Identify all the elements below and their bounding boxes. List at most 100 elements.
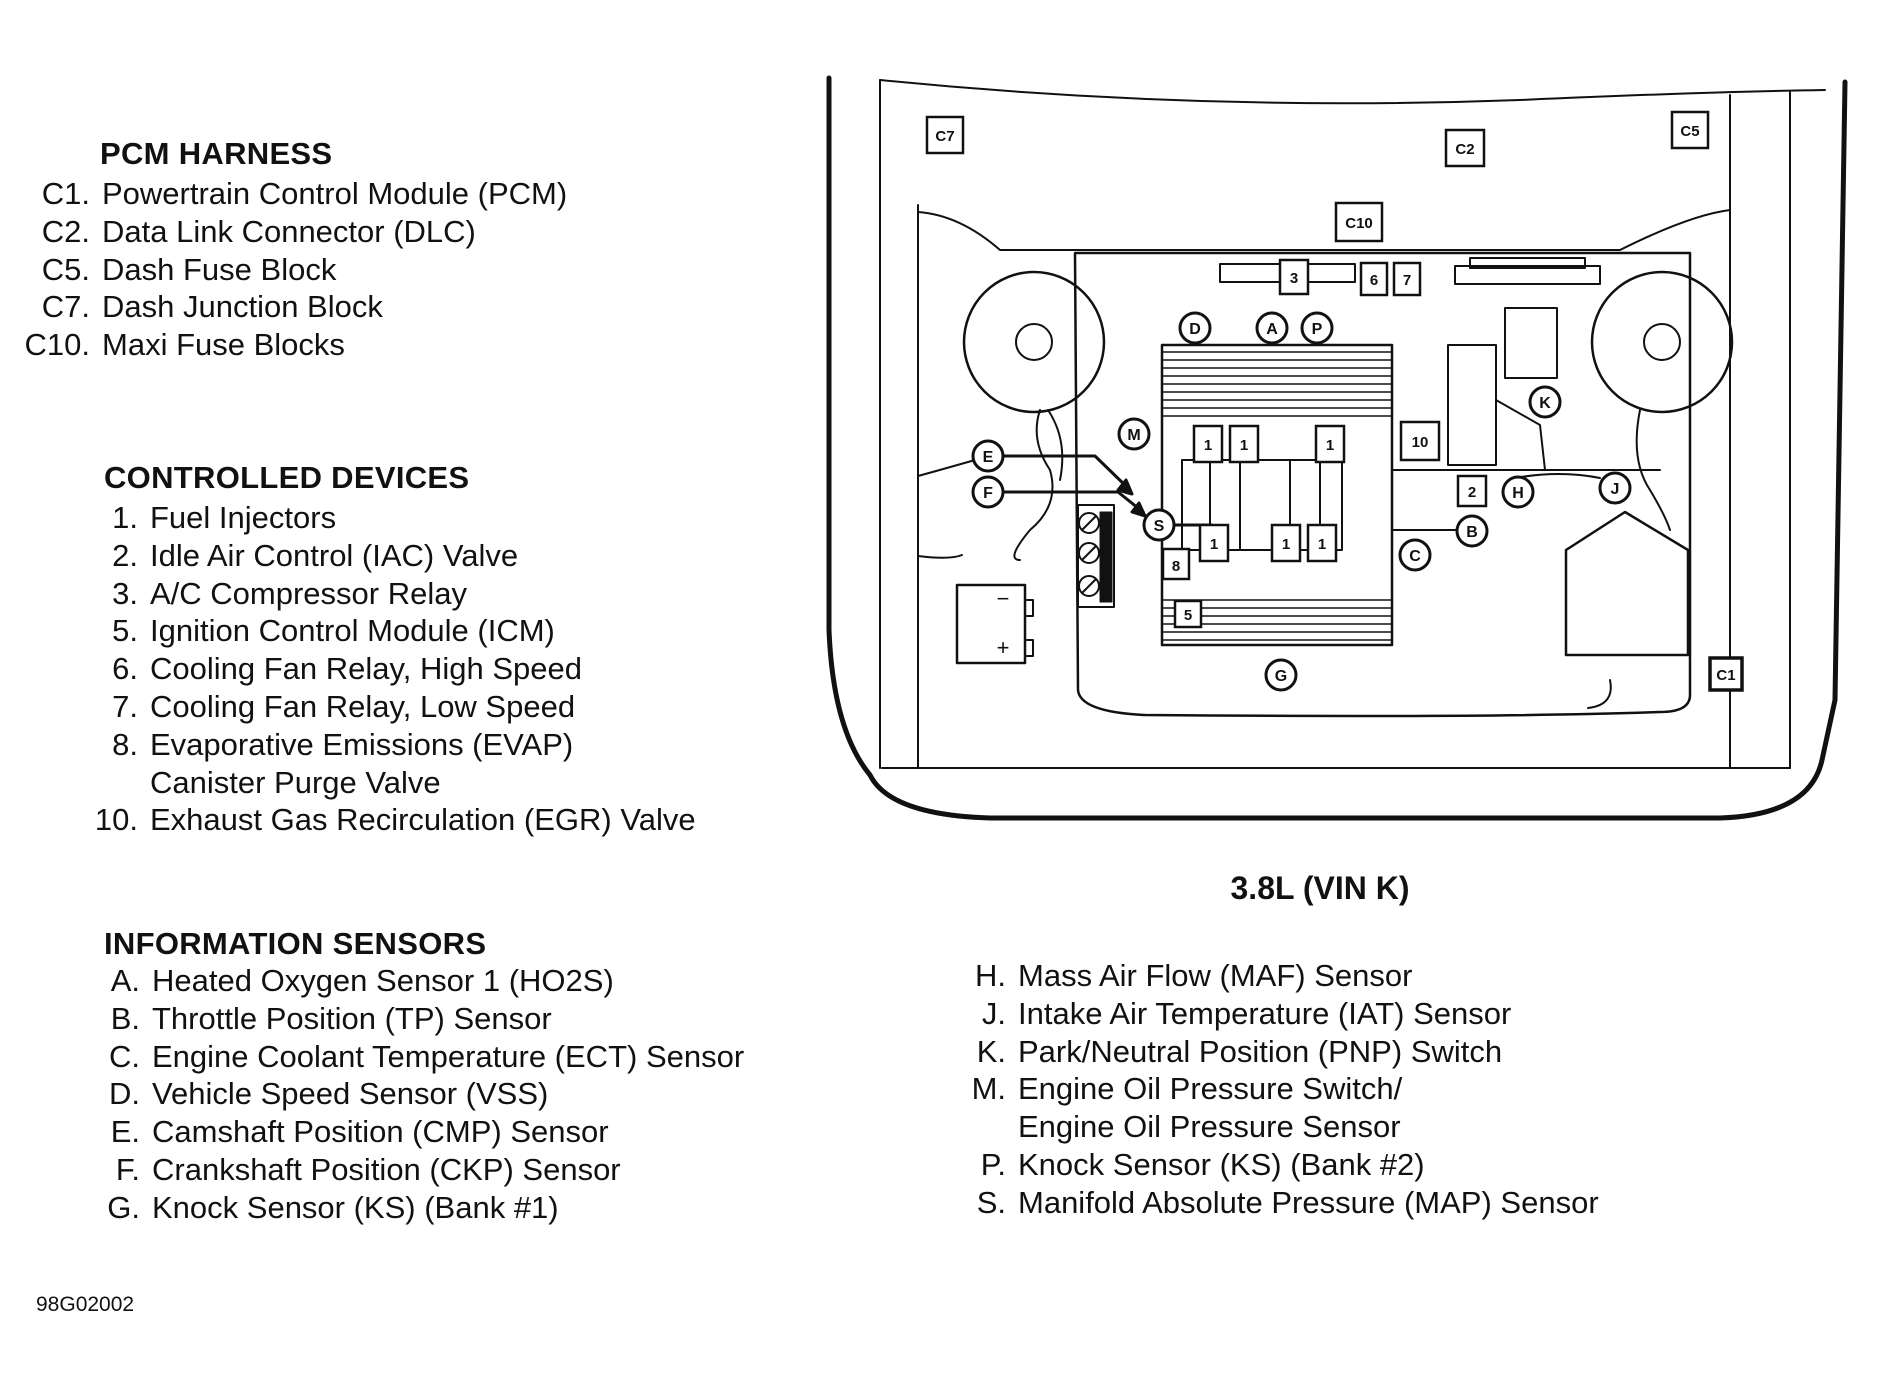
item-code: C5. [41, 251, 90, 287]
item-label: Park/Neutral Position (PNP) Switch [1018, 1033, 1503, 1069]
item-label: Knock Sensor (KS) (Bank #2) [1018, 1146, 1425, 1182]
injector-5-label: 1 [1282, 536, 1290, 553]
item-code: 6. [112, 651, 138, 687]
item-code: F. [115, 1151, 140, 1187]
item-label: Dash Fuse Block [102, 251, 337, 287]
sensor-h-label: H [1512, 485, 1524, 502]
sensor-d-label: D [1189, 321, 1201, 338]
device-7-label: 7 [1403, 272, 1411, 289]
item-code: H. [975, 958, 1006, 993]
device-10-label: 10 [1412, 434, 1429, 451]
item-code: S. [976, 1184, 1006, 1220]
item-code: 7. [112, 688, 138, 724]
list-item: C7.Dash Junction Block [0, 288, 567, 326]
item-label: Data Link Connector (DLC) [102, 213, 476, 249]
list-item: A.Heated Oxygen Sensor 1 (HO2S) [92, 962, 744, 1000]
sensor-s-label: S [1154, 518, 1165, 535]
list-item: C2. Data Link Connector (DLC) [0, 213, 567, 251]
battery-minus-label: − [997, 586, 1010, 611]
sensor-a-label: A [1266, 321, 1278, 338]
list-item: J.Intake Air Temperature (IAT) Sensor [962, 995, 1599, 1033]
list-item: D. Vehicle Speed Sensor (VSS) [92, 1075, 744, 1113]
sensor-g-label: G [1275, 668, 1287, 685]
connector-c5-label: C5 [1680, 123, 1699, 140]
item-label: Cooling Fan Relay, Low Speed [150, 688, 576, 724]
item-label: Exhaust Gas Recirculation (EGR) Valve [150, 802, 696, 838]
item-code: 1. [112, 500, 138, 535]
device-8-label: 8 [1172, 558, 1180, 575]
list-item: C10. Maxi Fuse Blocks [0, 326, 567, 364]
list-item: 3. A/C Compressor Relay [84, 575, 696, 613]
pcm-harness-title: PCM HARNESS [100, 136, 333, 171]
sensor-j-label: J [1611, 481, 1620, 498]
figure-id: 98G02002 [36, 1293, 135, 1316]
item-label: A/C Compressor Relay [150, 575, 467, 611]
list-item: C5. Dash Fuse Block [0, 251, 567, 289]
item-label: Fuel Injectors [150, 500, 337, 535]
list-item: 5.Ignition Control Module (ICM) [84, 612, 696, 650]
list-item: F. Crankshaft Position (CKP) Sensor [92, 1151, 744, 1189]
item-code: C. [109, 1038, 140, 1074]
item-code: M. [971, 1071, 1006, 1107]
item-label: Engine Oil Pressure Sensor [1018, 1109, 1401, 1145]
list-item: 1. Fuel Injectors [84, 499, 696, 537]
battery-plus-label: + [997, 635, 1010, 660]
sensor-b-label: B [1466, 524, 1478, 541]
item-code: D. [109, 1076, 140, 1112]
sensor-e-label: E [983, 449, 994, 466]
information-sensors-title: INFORMATION SENSORS [104, 926, 487, 961]
device-6-label: 6 [1370, 272, 1378, 289]
item-label: Vehicle Speed Sensor (VSS) [152, 1076, 549, 1112]
injector-2-label: 1 [1240, 437, 1248, 454]
item-label: Engine Coolant Temperature (ECT) Sensor [152, 1038, 745, 1074]
sensor-p-label: P [1312, 321, 1323, 338]
item-code: C1. [41, 176, 90, 211]
injector-6-label: 1 [1318, 536, 1326, 553]
item-label: Crankshaft Position (CKP) Sensor [152, 1151, 621, 1187]
controlled-devices-list: 1. Fuel Injectors 2. Idle Air Control (IAC)… [84, 499, 696, 839]
item-code: B. [110, 1000, 140, 1036]
list-item: 10.Exhaust Gas Recirculation (EGR) Valve [84, 801, 696, 839]
item-code: C2. [41, 213, 90, 249]
item-label: Idle Air Control (IAC) Valve [150, 537, 519, 573]
list-item: Canister Purge Valve [84, 764, 696, 802]
item-code: 2. [112, 537, 138, 573]
item-label: Powertrain Control Module (PCM) [102, 176, 568, 211]
item-label: Manifold Absolute Pressure (MAP) Sensor [1018, 1184, 1599, 1220]
sensor-k-label: K [1539, 395, 1551, 412]
device-2-label: 2 [1468, 484, 1476, 501]
device-5-label: 5 [1184, 607, 1192, 624]
item-label: Intake Air Temperature (IAT) Sensor [1018, 995, 1512, 1031]
item-code: P. [980, 1146, 1006, 1182]
list-item: 8.Evaporative Emissions (EVAP) [84, 726, 696, 764]
list-item: G. Knock Sensor (KS) (Bank #1) [92, 1189, 744, 1227]
list-item: 7. Cooling Fan Relay, Low Speed [84, 688, 696, 726]
item-label: Dash Junction Block [102, 289, 383, 325]
pcm-harness-list: C1. Powertrain Control Module (PCM) C2. Dat… [0, 175, 568, 364]
item-code: G. [107, 1189, 140, 1225]
injector-4-label: 1 [1210, 536, 1218, 553]
controlled-devices-title: CONTROLLED DEVICES [104, 460, 470, 495]
item-label: Knock Sensor (KS) (Bank #1) [152, 1189, 559, 1225]
list-item: B.Throttle Position (TP) Sensor [92, 1000, 744, 1038]
list-item: K. Park/Neutral Position (PNP) Switch [962, 1033, 1599, 1071]
item-label: Mass Air Flow (MAF) Sensor [1018, 958, 1413, 993]
list-item: S. Manifold Absolute Pressure (MAP) Senso… [962, 1184, 1599, 1222]
connector-c2-label: C2 [1455, 141, 1474, 158]
item-code: C10. [24, 327, 90, 363]
item-label: Canister Purge Valve [150, 764, 441, 800]
item-code: 3. [112, 575, 138, 611]
item-code: 8. [112, 726, 138, 762]
item-code: E. [110, 1114, 140, 1150]
item-label: Ignition Control Module (ICM) [150, 613, 555, 649]
item-label: Maxi Fuse Blocks [102, 327, 345, 363]
item-label: Heated Oxygen Sensor 1 (HO2S) [152, 963, 614, 998]
information-sensors-list-left: A.Heated Oxygen Sensor 1 (HO2S)B.Throttl… [92, 962, 744, 1227]
item-code: K. [976, 1033, 1006, 1069]
list-item: C1. Powertrain Control Module (PCM) [0, 175, 567, 213]
list-item: E.Camshaft Position (CMP) Sensor [92, 1113, 744, 1151]
item-label: Engine Oil Pressure Switch/ [1018, 1071, 1403, 1107]
connector-c7-label: C7 [935, 128, 954, 145]
connector-c10-label: C10 [1345, 215, 1373, 232]
